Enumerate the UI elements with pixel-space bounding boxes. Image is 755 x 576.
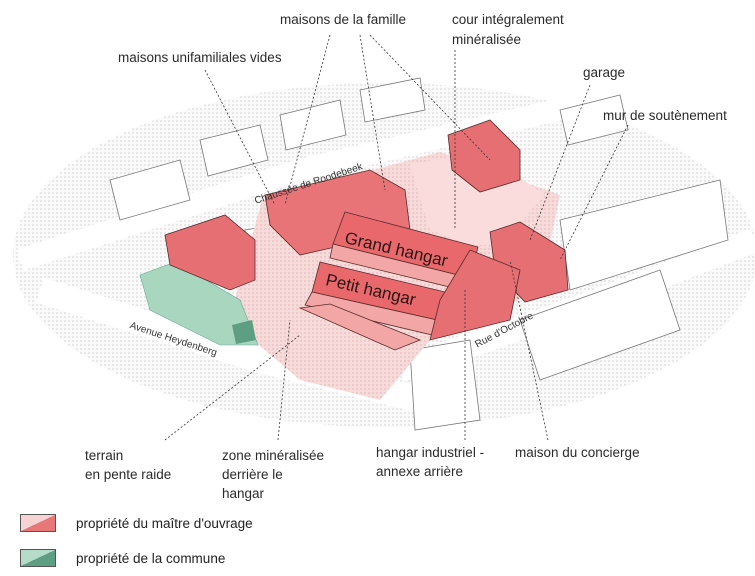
owner-buildings bbox=[164, 119, 569, 351]
legend-swatch-commune bbox=[20, 549, 56, 567]
context-houses bbox=[109, 77, 729, 431]
label-maisons-famille: maisons de la famille bbox=[280, 12, 407, 27]
label-zone-line1: zone minéralisée bbox=[222, 448, 325, 463]
label-maisons-vides: maisons unifamiliales vides bbox=[118, 50, 282, 65]
legend-label-commune: propriété de la commune bbox=[76, 550, 226, 566]
legend-item-owner: propriété du maître d'ouvrage bbox=[20, 514, 253, 532]
label-hangar-ind-line2: annexe arrière bbox=[376, 464, 464, 479]
label-terrain-line1: terrain bbox=[85, 448, 124, 463]
legend-label-owner: propriété du maître d'ouvrage bbox=[76, 515, 253, 531]
label-terrain-line2: en pente raide bbox=[85, 467, 172, 482]
label-hangar-ind-line1: hangar industriel - bbox=[376, 445, 485, 460]
label-zone-line2: derrière le bbox=[222, 467, 283, 482]
leader-lines bbox=[164, 34, 629, 441]
legend-swatch-owner bbox=[20, 514, 56, 532]
label-garage: garage bbox=[583, 65, 626, 80]
label-cour-line1: cour intégralement bbox=[452, 12, 564, 27]
label-zone-line3: hangar bbox=[222, 486, 265, 501]
legend-item-commune: propriété de la commune bbox=[20, 549, 225, 567]
commune-building bbox=[232, 320, 256, 344]
label-concierge: maison du concierge bbox=[515, 445, 640, 460]
label-mur: mur de soutènement bbox=[603, 108, 727, 123]
label-cour-line2: minéralisée bbox=[452, 32, 522, 47]
